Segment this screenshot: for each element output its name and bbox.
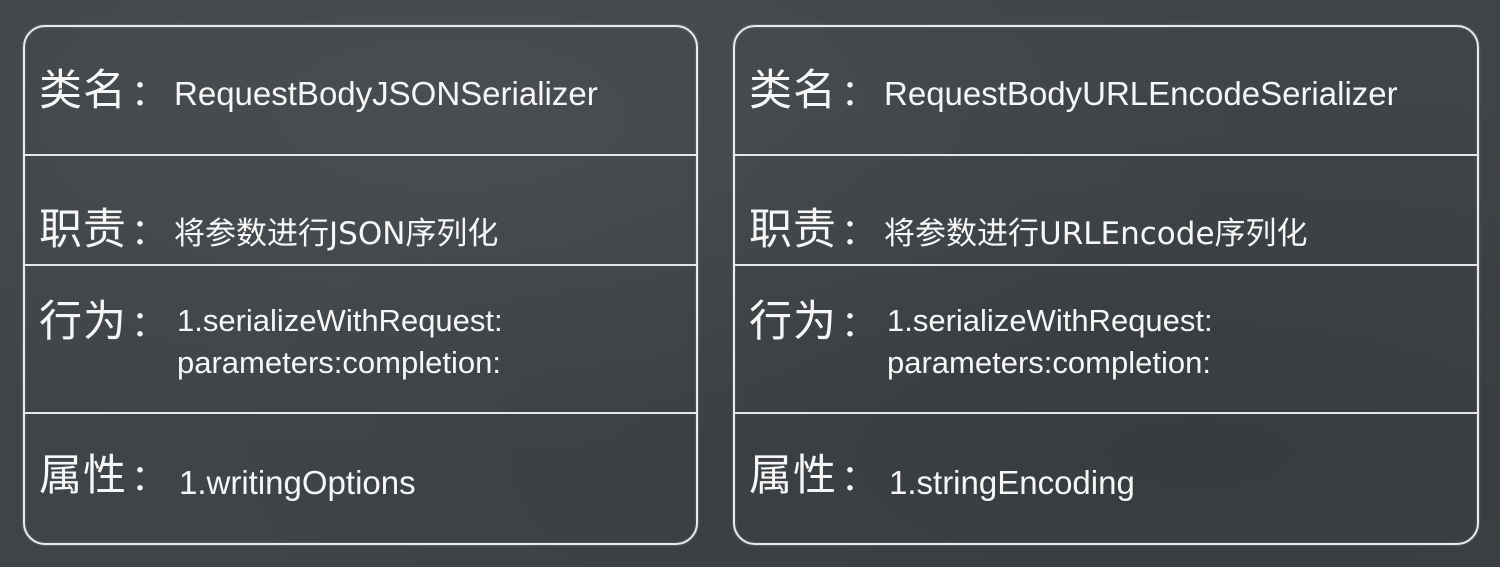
behavior-colon: ：	[131, 304, 169, 345]
behavior-methods: 1.serializeWithRequest: parameters:compl…	[177, 300, 503, 384]
behavior-line: 1.serializeWithRequest:	[887, 303, 1213, 338]
duty-label: 职责	[749, 205, 837, 255]
attribute-value: 1.stringEncoding	[889, 464, 1135, 501]
duty-row: 职责 ： 将参数进行URLEncode序列化	[735, 154, 1477, 264]
duty-row: 职责 ： 将参数进行JSON序列化	[25, 154, 696, 264]
duty-colon: ：	[131, 212, 169, 253]
behavior-methods: 1.serializeWithRequest: parameters:compl…	[887, 300, 1213, 384]
attribute-colon: ：	[131, 458, 169, 499]
behavior-row: 行为 ： 1.serializeWithRequest: parameters:…	[735, 264, 1477, 412]
behavior-colon: ：	[841, 304, 879, 345]
class-name-label: 类名	[749, 66, 837, 116]
class-name-value: RequestBodyURLEncodeSerializer	[884, 75, 1398, 112]
attribute-label: 属性	[749, 451, 837, 501]
behavior-line: 1.serializeWithRequest:	[177, 303, 503, 338]
attribute-label: 属性	[39, 451, 127, 501]
behavior-line: parameters:completion:	[177, 345, 501, 380]
attribute-row: 属性 ： 1.stringEncoding	[735, 412, 1477, 543]
attribute-colon: ：	[841, 458, 879, 499]
duty-label: 职责	[39, 205, 127, 255]
class-card-json-serializer: 类名 ： RequestBodyJSONSerializer 职责 ： 将参数进…	[23, 25, 698, 545]
behavior-line: parameters:completion:	[887, 345, 1211, 380]
duty-value: 将参数进行JSON序列化	[174, 216, 499, 252]
class-name-row: 类名 ： RequestBodyJSONSerializer	[25, 27, 696, 154]
class-name-colon: ：	[841, 73, 879, 114]
behavior-row: 行为 ： 1.serializeWithRequest: parameters:…	[25, 264, 696, 412]
class-name-row: 类名 ： RequestBodyURLEncodeSerializer	[735, 27, 1477, 154]
class-name-colon: ：	[131, 73, 169, 114]
class-name-value: RequestBodyJSONSerializer	[174, 75, 598, 112]
attribute-row: 属性 ： 1.writingOptions	[25, 412, 696, 543]
class-card-urlencode-serializer: 类名 ： RequestBodyURLEncodeSerializer 职责 ：…	[733, 25, 1479, 545]
attribute-value: 1.writingOptions	[179, 464, 416, 501]
behavior-label: 行为	[39, 297, 127, 347]
class-name-label: 类名	[39, 66, 127, 116]
duty-value: 将参数进行URLEncode序列化	[884, 216, 1308, 252]
behavior-label: 行为	[749, 297, 837, 347]
duty-colon: ：	[841, 212, 879, 253]
